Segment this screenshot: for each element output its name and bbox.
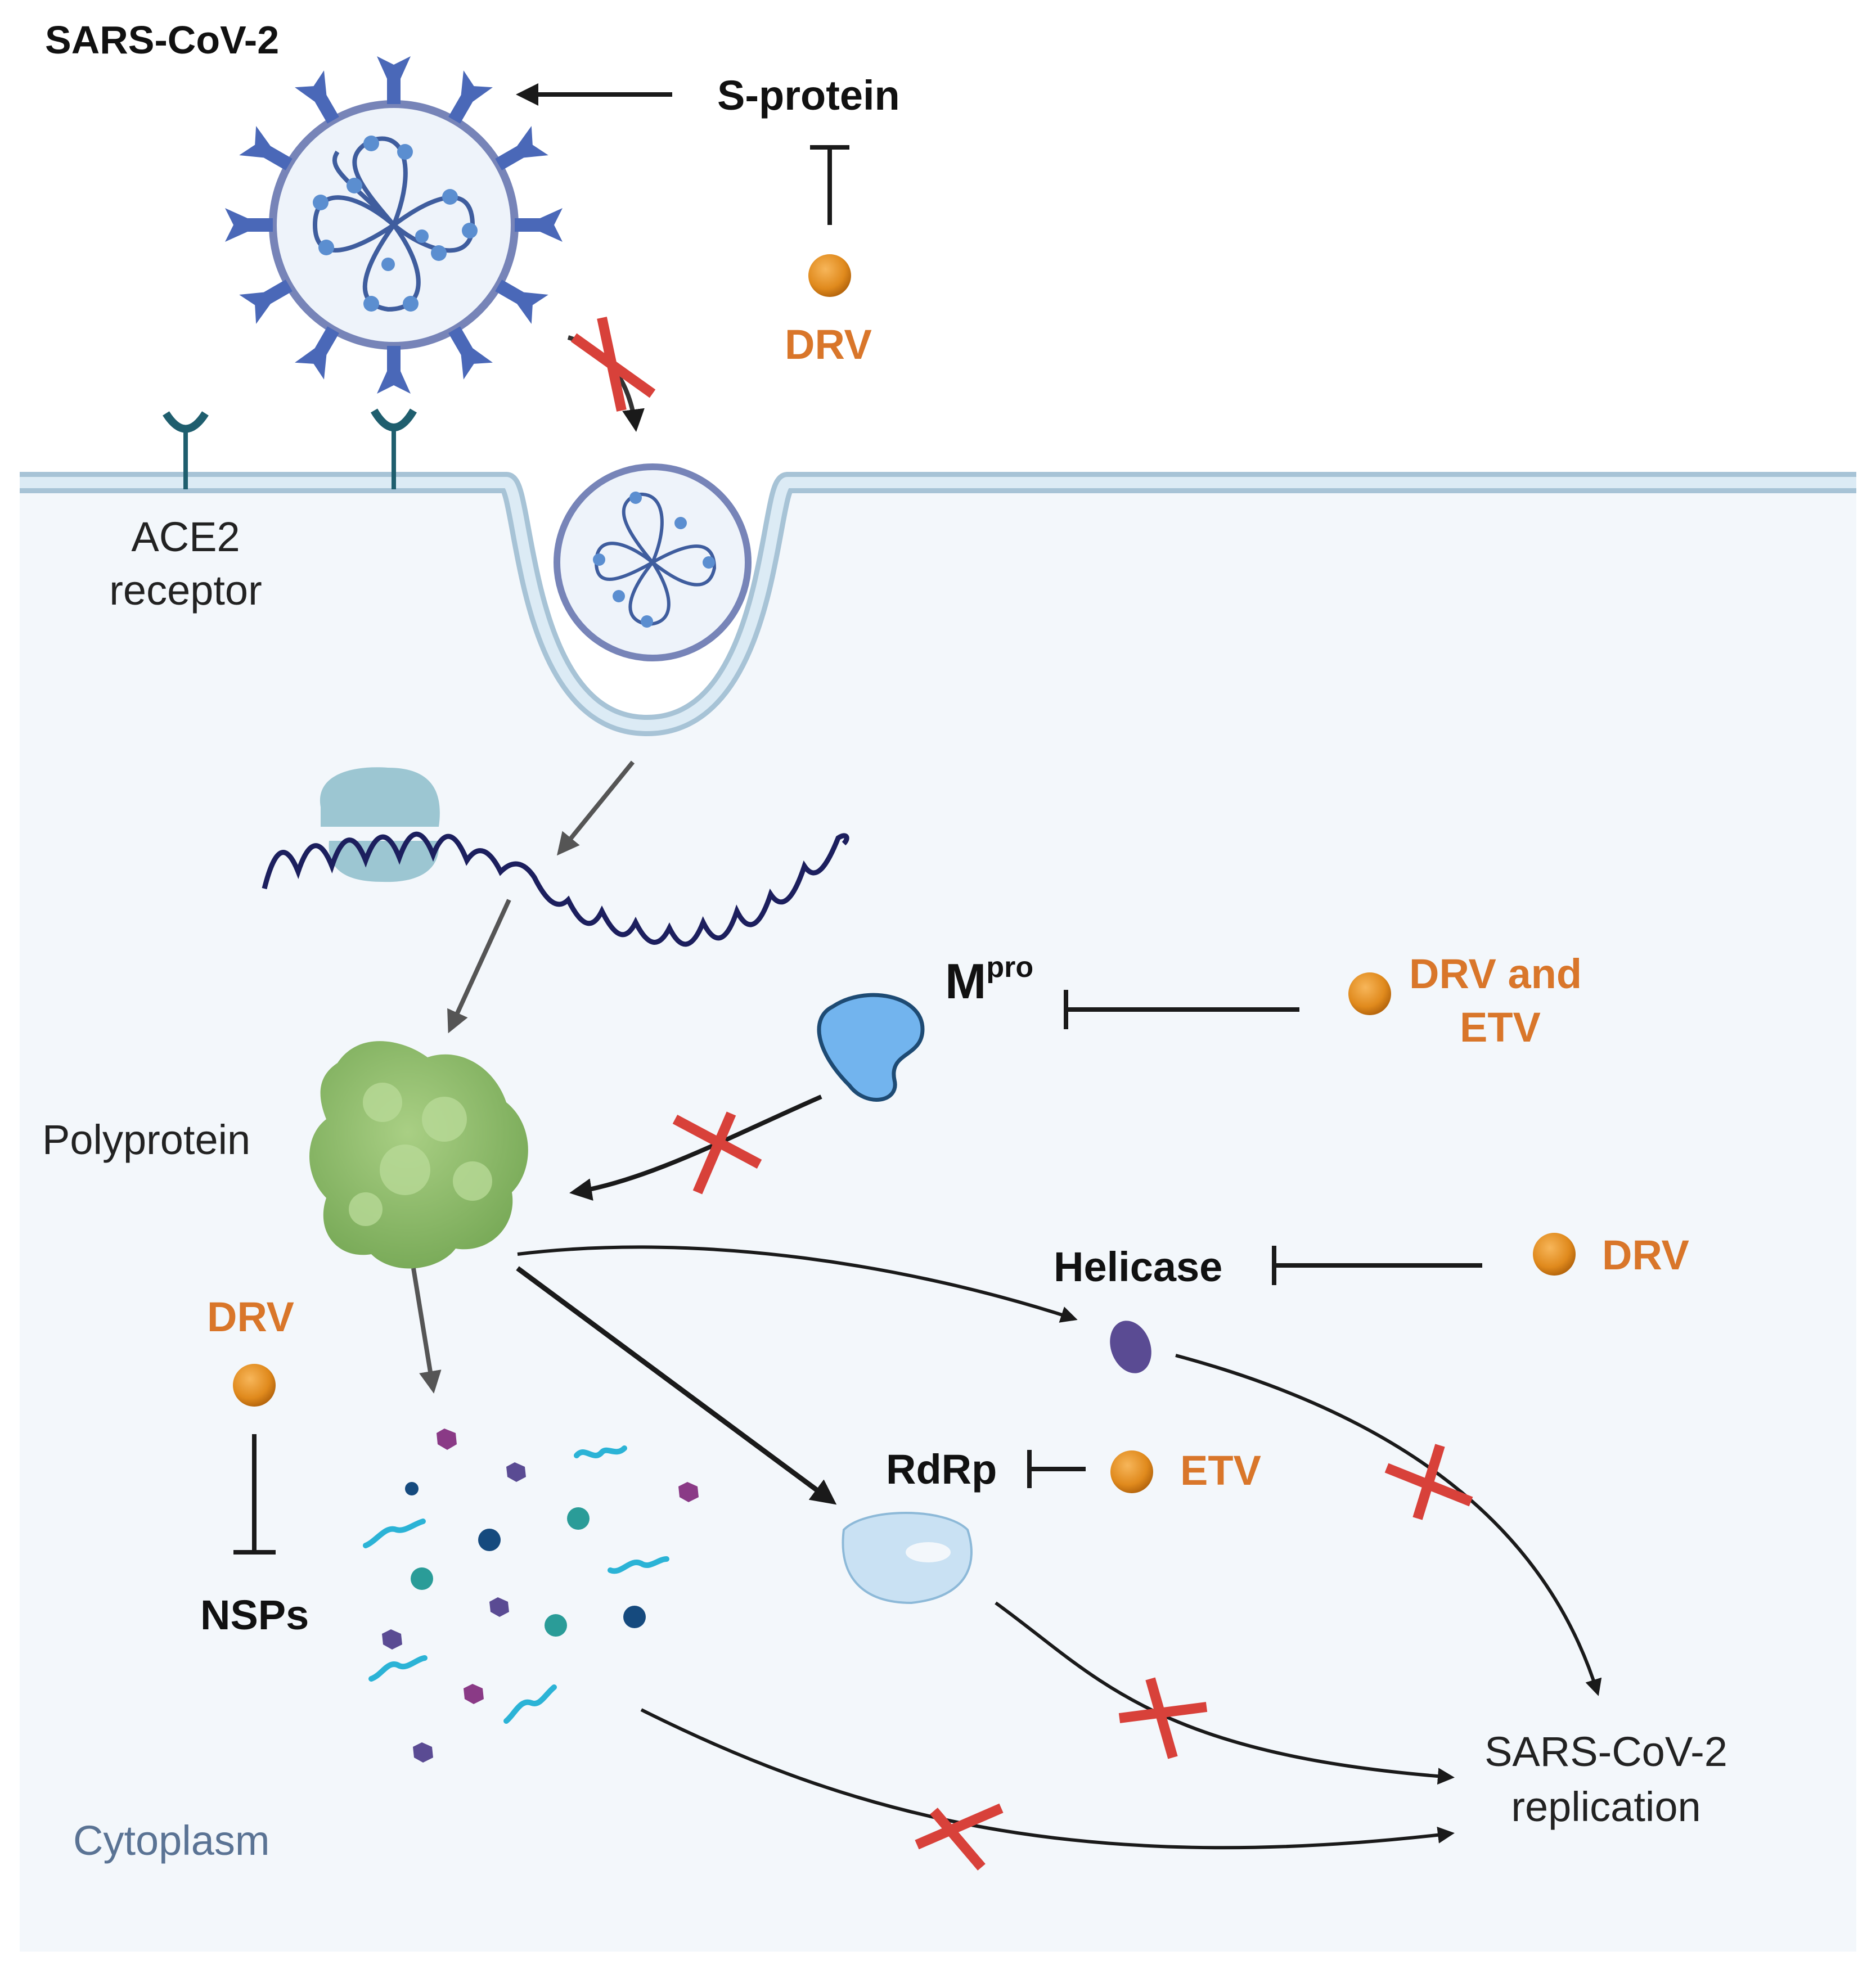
mpro-label: Mpro <box>945 951 1033 1009</box>
cell-membrane <box>20 472 1856 737</box>
inhibition-cross-icon <box>672 1111 762 1195</box>
drug-molecule-icon <box>808 254 851 297</box>
translation-arrow <box>447 899 511 1034</box>
virus-title: SARS-CoV-2 <box>45 18 279 62</box>
helicase-label: Helicase <box>1054 1243 1222 1290</box>
rdrp-arrow <box>516 1266 837 1505</box>
rdrp-label: RdRp <box>886 1446 997 1493</box>
drug-molecule-icon <box>1110 1450 1153 1493</box>
replication-label-line1: SARS-CoV-2 <box>1484 1728 1727 1775</box>
drug-molecule-icon <box>233 1364 276 1407</box>
endosome-icon <box>554 463 752 661</box>
cytoplasm-label: Cytoplasm <box>73 1817 270 1864</box>
nsps-label: NSPs <box>200 1592 309 1638</box>
helicase-to-replication-arrow <box>1175 1354 1602 1696</box>
helicase-arrow <box>517 1245 1078 1323</box>
uncoating-arrow <box>556 760 635 856</box>
inhibition-cross-icon <box>1384 1444 1473 1520</box>
drug-molecule-icon <box>1533 1233 1576 1276</box>
drv-etv-label-line2: ETV <box>1460 1004 1541 1051</box>
drv-nsp-label: DRV <box>207 1294 294 1340</box>
inhibition-cross-icon <box>1118 1677 1208 1759</box>
helicase-inhibition <box>1272 1246 1482 1285</box>
rdrp-enzyme-icon <box>842 1512 973 1605</box>
inhibition-cross-icon <box>570 317 656 412</box>
nsp-fragment-icon <box>363 1429 699 1763</box>
drug-molecule-icon <box>1348 972 1391 1015</box>
ribosome-icon <box>320 767 440 882</box>
rdrp-inhibition <box>1027 1450 1086 1488</box>
cytoplasm-region <box>20 488 1856 1952</box>
entry-arrow <box>567 335 645 432</box>
virus-icon <box>225 56 563 394</box>
etv-label: ETV <box>1180 1447 1261 1494</box>
mpro-inhibition <box>1064 990 1299 1029</box>
drv-etv-label-line1: DRV and <box>1409 950 1582 997</box>
helicase-icon <box>1110 1321 1151 1373</box>
drv-helicase-label: DRV <box>1602 1232 1689 1278</box>
nsp-inhibition <box>233 1434 276 1555</box>
rna-strand-icon <box>262 831 849 947</box>
mpro-enzyme-icon <box>817 993 925 1102</box>
nsp-to-replication-arrow <box>640 1708 1455 1850</box>
s-protein-inhibition <box>810 145 849 225</box>
ace2-label-line1: ACE2 <box>131 513 240 560</box>
drv-top-label: DRV <box>785 321 872 368</box>
ace2-receptor-icon <box>163 408 417 489</box>
replication-label-line2: replication <box>1511 1783 1700 1830</box>
ace2-label-line2: receptor <box>109 567 262 614</box>
rdrp-to-replication-arrow <box>995 1601 1455 1785</box>
nsp-arrow <box>411 1268 442 1394</box>
inhibition-cross-icon <box>915 1803 1004 1871</box>
polyprotein-label: Polyprotein <box>42 1116 250 1163</box>
s-protein-label: S-protein <box>717 72 900 119</box>
polyprotein-icon <box>309 1041 528 1269</box>
mpro-cleavage-arrow <box>569 1094 822 1201</box>
